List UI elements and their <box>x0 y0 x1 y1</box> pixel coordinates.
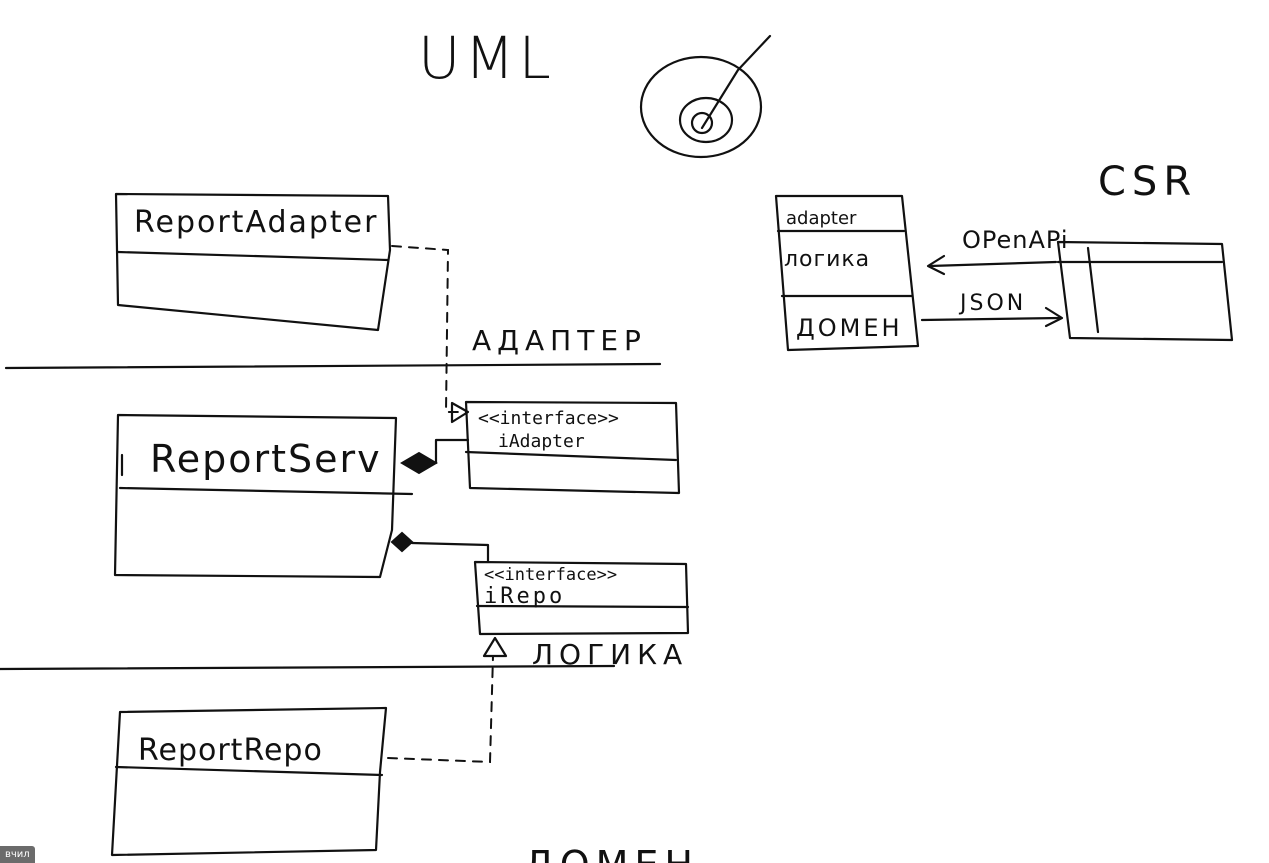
logic-layer-line <box>0 664 616 671</box>
iadapter-stereotype: <<interface>> <box>478 408 619 429</box>
repo-realization-line <box>387 655 494 764</box>
pointer-line <box>700 34 772 130</box>
report-adapter-label: ReportAdapter <box>134 205 378 240</box>
diagram-title: UML <box>418 24 555 92</box>
realization-arrowhead-1 <box>450 401 470 424</box>
layer-stack: adapter логика ДОМЕН <box>774 194 920 352</box>
report-repo-label: ReportRepo <box>138 733 323 768</box>
report-serv-label: ReportServ <box>150 437 382 481</box>
serv-repo-composition <box>390 531 490 564</box>
middle-ring <box>678 96 734 144</box>
json-arrow: JSON <box>920 291 1064 328</box>
report-serv-class: ReportServ <box>113 413 414 579</box>
json-label: JSON <box>958 291 1026 316</box>
csr-box <box>1056 240 1234 342</box>
irepo-interface: <<interface>> iRepo <box>473 560 690 636</box>
report-adapter-class: ReportAdapter <box>114 192 392 332</box>
outer-ring <box>639 55 763 159</box>
onion-doodle <box>639 34 772 159</box>
irepo-label: iRepo <box>484 584 565 609</box>
adapter-realization-line <box>391 245 467 413</box>
realization-arrowhead-2 <box>482 636 508 658</box>
domain-layer-label: ДОМЕН <box>524 843 699 863</box>
openapi-label: OPenAPi <box>962 226 1069 254</box>
iadapter-interface: <<interface>> iAdapter <box>464 400 681 495</box>
csr-label: CSR <box>1098 159 1197 205</box>
stack-domain-label: ДОМЕН <box>796 314 903 342</box>
report-repo-class: ReportRepo <box>110 706 388 857</box>
logic-layer-label: ЛОГИКА <box>532 638 688 671</box>
serv-adapter-composition <box>400 438 470 475</box>
adapter-layer-label: АДАПТЕР <box>472 324 647 357</box>
inner-ring <box>690 111 714 135</box>
openapi-arrow: OPenAPi <box>926 226 1069 276</box>
irepo-stereotype: <<interface>> <box>484 565 617 585</box>
iadapter-label: iAdapter <box>498 431 585 452</box>
adapter-layer-line <box>4 362 662 370</box>
corner-tag: вчил <box>0 846 35 863</box>
stack-adapter-label: adapter <box>786 208 857 229</box>
stack-logic-label: логика <box>784 247 870 272</box>
